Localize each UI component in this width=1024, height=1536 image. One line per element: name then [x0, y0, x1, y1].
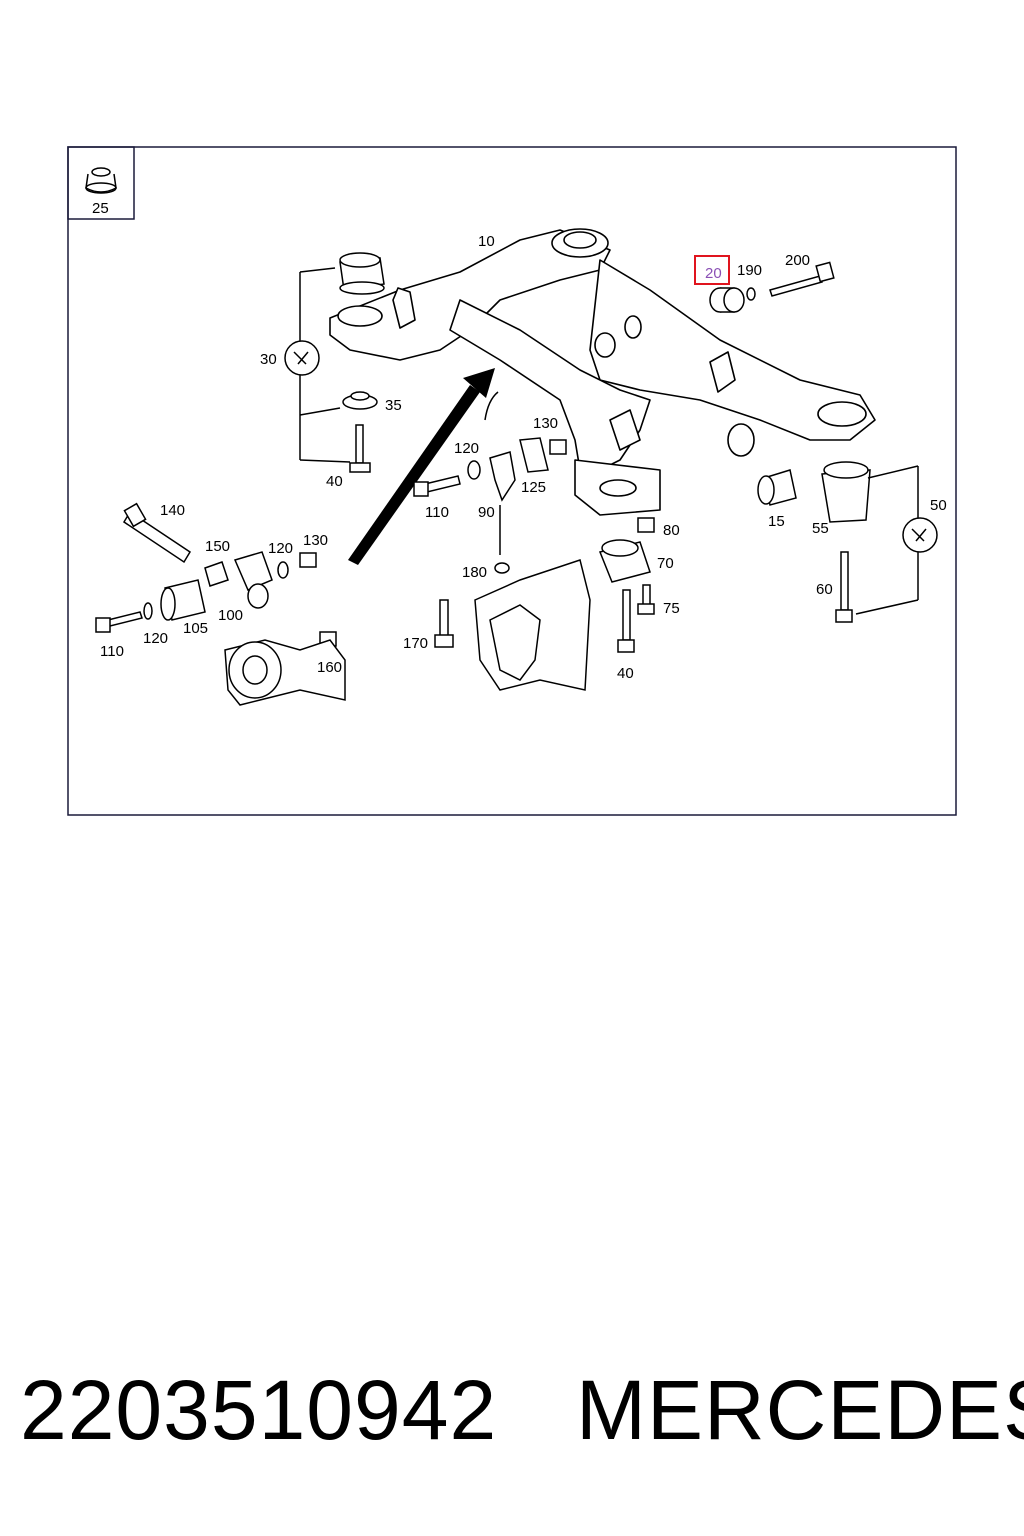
callout-125: 125	[521, 479, 546, 496]
callout-120: 120	[454, 440, 479, 457]
part-number: 2203510942	[20, 1363, 498, 1457]
right-fixings	[757, 461, 938, 623]
callout-120c: 120	[143, 630, 168, 647]
grommet-icon	[85, 167, 117, 194]
callout-80: 80	[663, 522, 680, 539]
subframe-drawing	[329, 228, 876, 516]
callout-10: 10	[478, 233, 495, 250]
tool-icon	[284, 340, 320, 376]
callout-60: 60	[816, 581, 833, 598]
center-fixings	[413, 437, 567, 648]
callout-110: 110	[425, 504, 449, 521]
callout-170: 170	[403, 635, 428, 652]
callout-55: 55	[812, 520, 829, 537]
brand-name: MERCEDES	[576, 1363, 1024, 1457]
callout-40b: 40	[617, 665, 634, 682]
callout-120b: 120	[268, 540, 293, 557]
callout-labels: 10 20 190 200 30 35 40 130 120 125 110 9…	[100, 233, 947, 682]
callout-180: 180	[462, 564, 487, 581]
diagram-border	[67, 146, 957, 816]
callout-30: 30	[260, 351, 277, 368]
callout-160: 160	[317, 659, 342, 676]
callout-190: 190	[737, 262, 762, 279]
callout-50: 50	[930, 497, 947, 514]
callout-20: 20	[705, 265, 722, 282]
callout-70: 70	[657, 555, 674, 572]
callout-15: 15	[768, 513, 785, 530]
callout-35: 35	[385, 397, 402, 414]
left-fixings	[284, 252, 385, 473]
callout-130b: 130	[303, 532, 328, 549]
callout-40: 40	[326, 473, 343, 490]
callout-90: 90	[478, 504, 495, 521]
callout-140: 140	[160, 502, 185, 519]
tool-icon	[902, 517, 938, 553]
inset-box: 25	[67, 146, 135, 220]
callout-100: 100	[218, 607, 243, 624]
callout-110b: 110	[100, 643, 124, 660]
callout-150: 150	[205, 538, 230, 555]
callout-200: 200	[785, 252, 810, 269]
left-shaft-group	[95, 502, 346, 706]
assembly-arrow	[348, 368, 499, 565]
bushing-and-bolt	[709, 261, 835, 313]
inset-label: 25	[92, 200, 109, 217]
highlight-box	[694, 255, 730, 285]
callout-130: 130	[533, 415, 558, 432]
callout-75: 75	[663, 600, 680, 617]
callout-105: 105	[183, 620, 208, 637]
diff-mount-group	[474, 517, 655, 691]
